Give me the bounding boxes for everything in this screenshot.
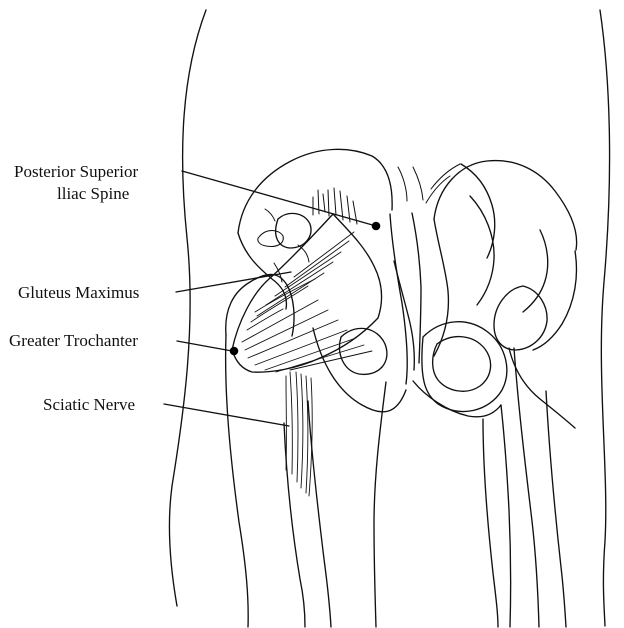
gluteus-maximus-outline <box>232 214 381 372</box>
right-upper-ilium <box>461 164 495 258</box>
left-femur-medial <box>284 423 305 627</box>
gluteus-maximus-fibers-1 <box>242 300 372 372</box>
right-body-outline <box>600 10 610 626</box>
right-inner-ring <box>433 337 491 392</box>
trochanter-leader-line <box>177 341 232 351</box>
gluteus-maximus-label: Gluteus Maximus <box>18 283 139 302</box>
left-obturator-region <box>340 328 387 374</box>
greater-trochanter-label: Greater Trochanter <box>9 331 138 350</box>
right-femur-shaft-lateral <box>514 348 539 627</box>
right-outer-pelvis <box>533 251 576 350</box>
right-iliac-inner <box>434 219 448 356</box>
right-inner-thigh <box>483 419 498 627</box>
left-thigh-inner <box>308 401 331 627</box>
right-lower-ischium <box>501 405 511 627</box>
left-femur-lateral <box>226 335 249 627</box>
right-femur-head <box>494 286 547 350</box>
right-femur-neck <box>509 348 575 428</box>
psis-label-line-1: Posterior Superior <box>14 162 139 181</box>
sciatic-nerve-bundle <box>286 372 312 496</box>
right-ilium-lower <box>523 230 548 312</box>
right-femur-shaft-medial <box>546 391 566 627</box>
psis-label-line-2: lliac Spine <box>57 184 129 203</box>
trochanter-marker-icon <box>230 347 239 356</box>
left-sacral-curve <box>390 214 407 384</box>
psis-marker-icon <box>372 222 381 231</box>
right-iliac-crest <box>434 161 577 250</box>
right-pelvis-arc <box>422 322 507 412</box>
upper-cleft-right <box>413 167 423 200</box>
left-inner-buttock <box>374 382 386 627</box>
upper-right-small-curve <box>431 164 460 189</box>
left-femur-head <box>226 274 294 336</box>
sciatic-nerve-label: Sciatic Nerve <box>43 395 135 414</box>
upper-cleft-left <box>398 167 407 201</box>
left-lower-pelvis-arc <box>313 328 406 412</box>
left-body-outline <box>170 10 206 606</box>
gluteus-leader-line <box>176 272 291 292</box>
left-acetabulum-inner <box>258 231 283 247</box>
left-iliac-crest <box>238 149 392 233</box>
